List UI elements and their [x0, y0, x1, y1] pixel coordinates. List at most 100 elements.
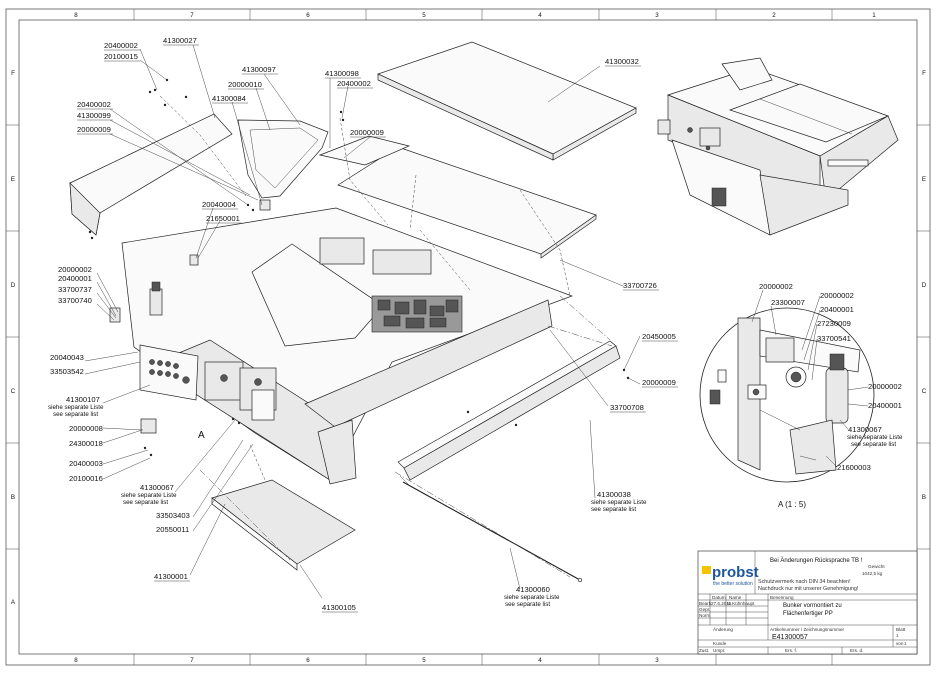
control-panel-buttons [149, 359, 190, 384]
callout-label: 20400002 [337, 79, 371, 88]
callout-label: 41300038 [597, 490, 631, 499]
detail-note: siehe separate Liste [847, 434, 903, 441]
callout-label: 41300060 [516, 585, 550, 594]
col-number: 6 [306, 12, 310, 19]
detail-callout: 33700541 [817, 334, 851, 343]
blatt-value: 1 [896, 633, 899, 638]
small-handle [140, 418, 157, 434]
callout-label: 20550011 [156, 525, 189, 534]
callout-label: 20040043 [50, 353, 84, 362]
title-block: probst the better solution Bei Änderunge… [697, 550, 918, 655]
callout-note: see separate list [123, 499, 168, 506]
col-number: 5 [422, 657, 426, 664]
exploded-assembly [69, 41, 637, 583]
callout-label: 20100016 [69, 474, 103, 483]
col-number: 3 [655, 657, 659, 664]
callout-label: 41300067 [140, 483, 174, 492]
callout-label: 20000009 [77, 125, 111, 134]
detail-callout: 20000002 [820, 291, 854, 300]
hopper-side-plate [304, 299, 553, 428]
callout-note: siehe separate Liste [591, 499, 647, 506]
datum-label: Datum [712, 595, 726, 600]
col-number: 7 [190, 657, 194, 664]
urspr-label: Urspr. [713, 648, 725, 653]
bearb-name: M.Kühnhaupt [727, 601, 755, 606]
probst-logo: probst [712, 564, 759, 581]
callout-label: 33700726 [623, 281, 657, 290]
callout-label: 41300001 [154, 572, 188, 581]
callout-note: siehe separate Liste [504, 594, 560, 601]
motor-block [372, 249, 432, 275]
callout-note: siehe separate Liste [121, 492, 177, 499]
row-letter: E [11, 176, 15, 183]
col-number: 7 [190, 12, 194, 19]
bearb-date: 27.6.2011 [711, 601, 732, 606]
callout-labels: 20400002 20100015 41300027 41300097 2000… [48, 36, 676, 612]
callout-label: 20400002 [104, 41, 138, 50]
name-label: Name [729, 595, 742, 600]
protection-line-1: Schutzvermerk nach DIN 34 beachten! [758, 579, 851, 585]
row-letter: F [922, 70, 926, 77]
detail-callout: 20000002 [759, 282, 793, 291]
callout-note: siehe separate Liste [48, 404, 104, 411]
probst-logo-mark [702, 566, 711, 574]
drawing-number: E41300057 [772, 634, 808, 641]
detail-callout: 23300007 [771, 298, 805, 307]
callout-label: 41300027 [163, 36, 197, 45]
callout-label: 20400002 [77, 100, 111, 109]
detail-view-a [699, 307, 875, 483]
reference-iso-view [657, 57, 899, 236]
gewicht-label: Gewicht [868, 564, 885, 569]
hydraulic-valve-cluster [371, 295, 463, 333]
callout-label: 20400001 [58, 274, 92, 283]
norm-label: Norm [699, 613, 710, 618]
callout-note: see separate list [53, 411, 98, 418]
callout-label: 41300097 [242, 65, 276, 74]
callout-label: 20000009 [350, 128, 384, 137]
zust-label: Zust. [699, 648, 709, 653]
detail-note: see separate list [851, 441, 896, 448]
callout-label: 21650001 [206, 214, 240, 223]
row-letter: B [922, 494, 926, 501]
small-cover-plate [318, 135, 411, 166]
row-letter: A [11, 599, 16, 606]
row-letter: D [11, 282, 16, 289]
hopper-apron [251, 243, 384, 347]
benennung-label: Benennung [770, 595, 794, 600]
callout-label: 33700740 [58, 296, 92, 305]
blatt-label: Blatt [896, 627, 906, 632]
callout-label: 24300018 [69, 439, 103, 448]
view-a-marker: A [198, 430, 205, 441]
row-letter: C [11, 388, 16, 395]
callout-label: 20000010 [228, 80, 262, 89]
col-number: 4 [538, 657, 542, 664]
leader-lines [84, 44, 641, 599]
detail-callout: 41300067 [848, 425, 882, 434]
callout-label: 41300032 [605, 57, 639, 66]
callout-label: 33700737 [58, 285, 92, 294]
detail-leader-lines [751, 289, 869, 468]
callout-label: 41300098 [325, 69, 359, 78]
callout-label: 20100015 [104, 52, 138, 61]
col-number: 4 [538, 12, 542, 19]
joystick-detail [825, 367, 849, 424]
row-letter: C [922, 388, 927, 395]
zeichnungsnummer-label: Artikelnummer / Zeichnungsnummer [770, 627, 845, 632]
col-number: 8 [74, 657, 78, 664]
col-number: 6 [306, 657, 310, 664]
bearb-label: Bearb. [699, 601, 713, 606]
callout-label: 20000002 [58, 265, 92, 274]
designation-line-1: Bunker vormontiert zu [783, 603, 842, 609]
col-number: 5 [422, 12, 426, 19]
designation-line-2: Flächenfertiger PP [783, 611, 833, 617]
callout-label: 20450005 [642, 332, 676, 341]
callout-label: 41300105 [322, 603, 356, 612]
callout-label: 20040004 [202, 200, 236, 209]
ers-durch-label: Ers. d. [850, 648, 863, 653]
detail-labels: 20000002 23300007 20000002 20400001 2723… [759, 282, 903, 509]
row-letter: D [922, 282, 927, 289]
protection-line-2: Nachdruck nur mit unserer Genehmigung! [758, 586, 859, 592]
callout-label: 33503403 [156, 511, 190, 520]
col-number: 8 [74, 12, 78, 19]
